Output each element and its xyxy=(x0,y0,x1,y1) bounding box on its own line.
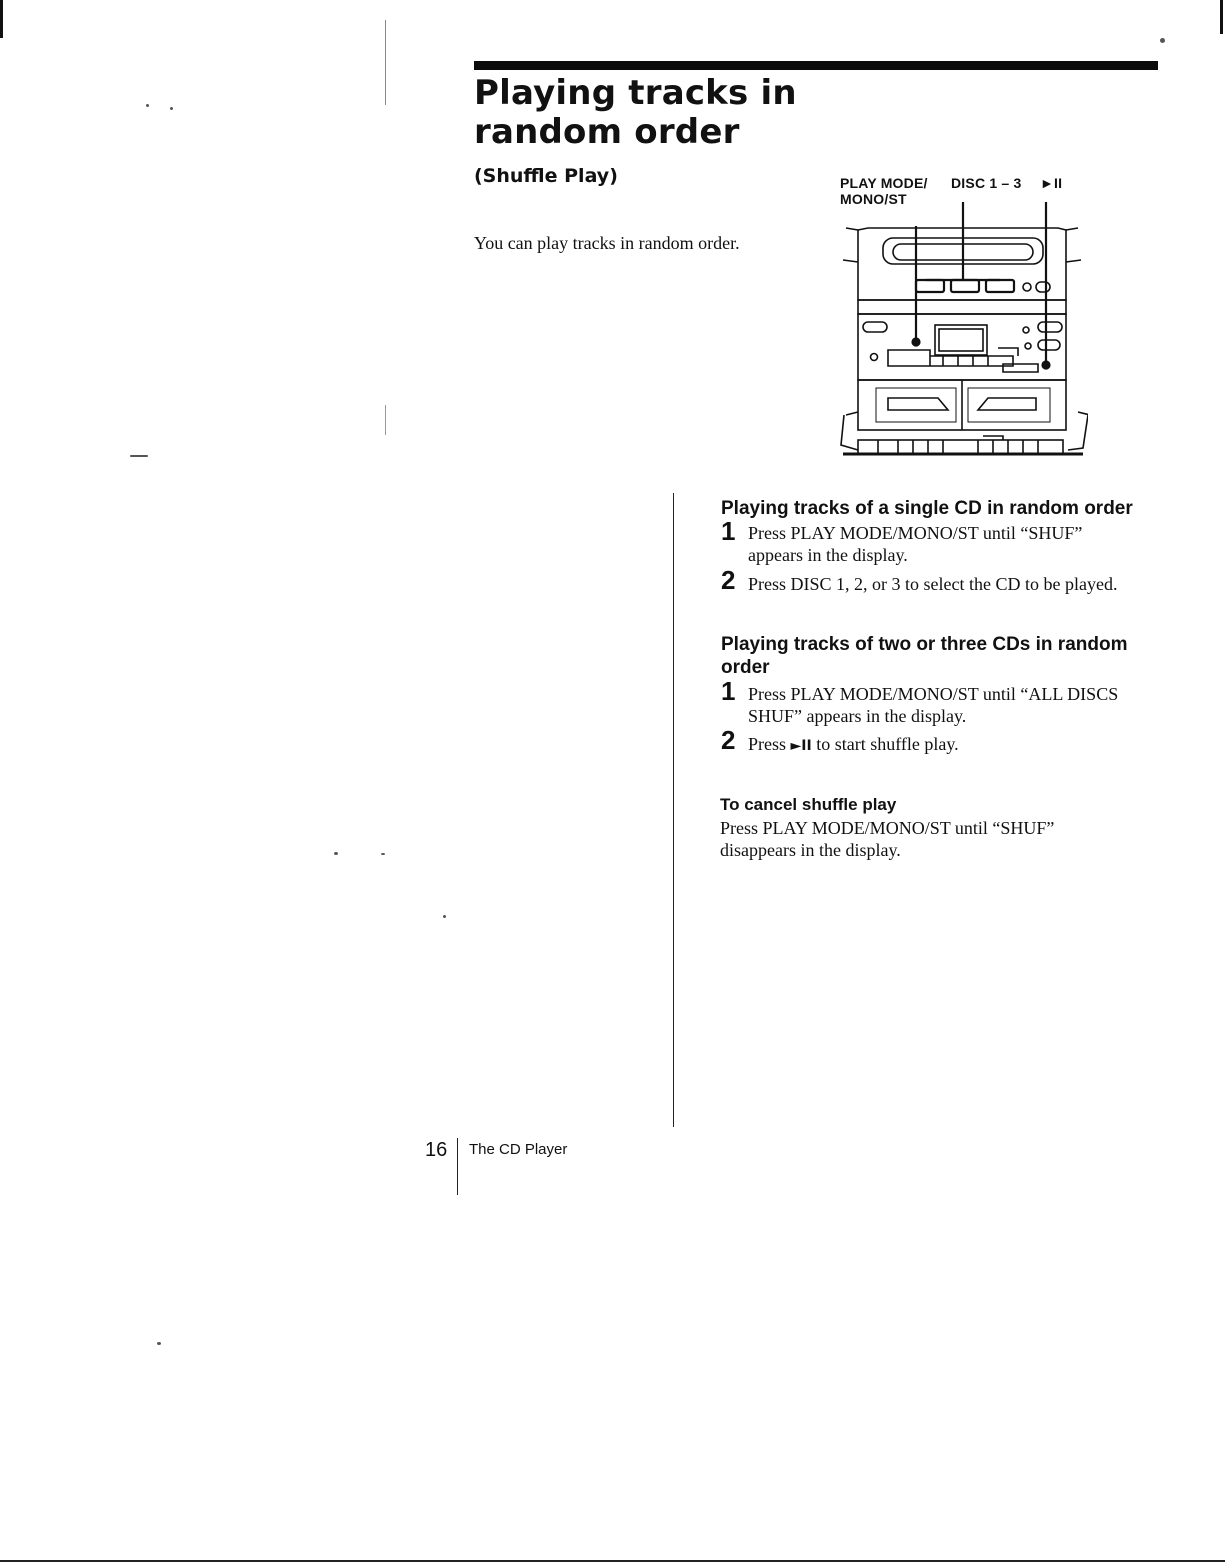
footer-section-name: The CD Player xyxy=(469,1141,568,1158)
scan-speck xyxy=(157,1342,161,1345)
play-pause-button xyxy=(1035,281,1051,293)
left-small-knob xyxy=(869,352,879,362)
lower-button-row xyxy=(887,347,1019,367)
left-knob xyxy=(862,321,888,333)
right-knob-top xyxy=(1037,321,1063,333)
base-key-row xyxy=(877,435,1039,454)
single-step-2-text: Press DISC 1, 2, or 3 to select the CD t… xyxy=(748,574,1118,594)
cancel-line-1: Press PLAY MODE/MONO/ST until “SHUF” xyxy=(720,818,1055,838)
single-step-1-line-1: Press PLAY MODE/MONO/ST until “SHUF” xyxy=(748,523,1083,543)
base-left-leg xyxy=(840,411,859,451)
multi-step-2-text: Press ►II to start shuffle play. xyxy=(748,733,1168,757)
display-window xyxy=(934,324,988,356)
cassette-window-a xyxy=(875,387,957,423)
scan-binding-line-2 xyxy=(385,405,386,435)
scan-speck xyxy=(146,104,149,107)
cancel-line-2: disappears in the display. xyxy=(720,840,901,860)
multi-step-2-prefix: Press xyxy=(748,734,791,754)
multi-step-1-line-2: SHUF” appears in the display. xyxy=(748,706,967,726)
cassette-window-b xyxy=(967,387,1051,423)
section-multi-heading: Playing tracks of two or three CDs in ra… xyxy=(721,633,1161,679)
display-inner xyxy=(938,328,984,352)
title-rule xyxy=(474,61,1158,70)
cd-player-illustration xyxy=(840,202,1088,456)
page-number: 16 xyxy=(425,1139,448,1161)
cancel-text: Press PLAY MODE/MONO/ST until “SHUF” dis… xyxy=(720,817,1160,861)
callout-play-pause-dot xyxy=(1041,360,1051,370)
label-disc: DISC 1 – 3 xyxy=(951,175,1022,191)
footer-rule xyxy=(457,1138,458,1195)
multi-step-1-line-1: Press PLAY MODE/MONO/ST until “ALL DISCS xyxy=(748,684,1119,704)
section-single-heading: Playing tracks of a single CD in random … xyxy=(721,498,1133,519)
cassette-deck-b xyxy=(976,397,1037,411)
label-play-mode-line-1: PLAY MODE/ xyxy=(840,175,928,191)
base-right-leg xyxy=(1067,411,1088,451)
multi-step-2-number: 2 xyxy=(721,725,736,755)
scan-binding-line xyxy=(385,20,386,105)
device-carry-handle xyxy=(842,227,1082,263)
multi-step-1-text: Press PLAY MODE/MONO/ST until “ALL DISCS… xyxy=(748,683,1188,727)
scan-edge-left xyxy=(0,0,3,38)
page-title-line-2: random order xyxy=(474,112,740,152)
single-step-2-number: 2 xyxy=(721,565,736,595)
scan-speck xyxy=(443,915,446,918)
right-knob-mid xyxy=(1037,339,1061,351)
indicator-light xyxy=(1022,282,1032,292)
disc-3-button xyxy=(984,278,1016,294)
right-small-knob-1 xyxy=(1022,326,1030,334)
page-title-line-1: Playing tracks in xyxy=(474,73,797,113)
scan-speck xyxy=(381,853,385,855)
right-small-knob-2 xyxy=(1024,342,1032,350)
column-divider xyxy=(673,493,674,1127)
cassette-deck-a xyxy=(887,397,950,411)
scan-edge-right xyxy=(1220,0,1223,34)
label-play-mode: PLAY MODE/ MONO/ST xyxy=(840,175,928,207)
section-multi-heading-line-2: order xyxy=(721,657,770,678)
multi-step-2-suffix: to start shuffle play. xyxy=(811,734,959,754)
single-step-1-line-2: appears in the display. xyxy=(748,545,908,565)
disc-2-button xyxy=(949,278,981,294)
scan-speck xyxy=(170,107,173,110)
single-step-1-text: Press PLAY MODE/MONO/ST until “SHUF” app… xyxy=(748,522,1168,566)
label-play-mode-line-2: MONO/ST xyxy=(840,191,907,207)
callout-play-mode-dot xyxy=(911,337,921,347)
scan-speck xyxy=(130,455,148,457)
device-base xyxy=(857,439,1064,455)
scan-speck xyxy=(1160,38,1165,43)
control-band xyxy=(857,299,1067,315)
play-pause-symbol: ►II xyxy=(790,738,812,754)
front-panel xyxy=(857,313,1067,381)
scan-speck xyxy=(334,852,338,855)
disc-1-button xyxy=(914,278,946,294)
tape-button-cluster xyxy=(1002,363,1039,373)
page-title: Playing tracks in random order xyxy=(474,74,994,152)
cancel-heading: To cancel shuffle play xyxy=(720,795,897,814)
page-subtitle: (Shuffle Play) xyxy=(474,165,618,187)
intro-text: You can play tracks in random order. xyxy=(474,233,740,253)
multi-step-1-number: 1 xyxy=(721,676,736,706)
section-multi-heading-line-1: Playing tracks of two or three CDs in ra… xyxy=(721,634,1128,655)
scan-bottom-edge xyxy=(0,1560,1225,1562)
label-play-pause: ►II xyxy=(1040,175,1063,191)
single-step-1-number: 1 xyxy=(721,516,736,546)
